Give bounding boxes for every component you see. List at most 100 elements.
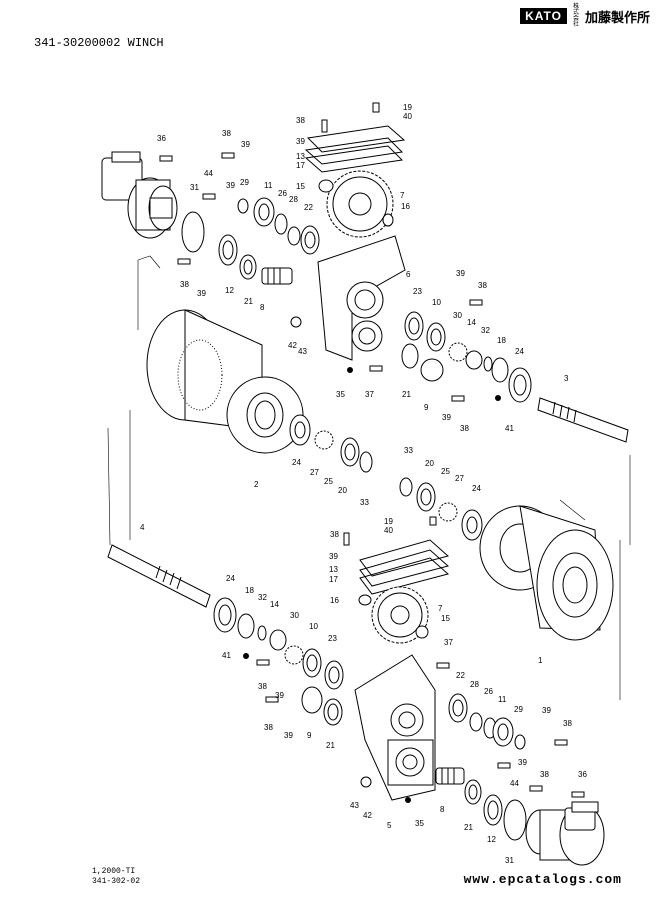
callout-label: 25 bbox=[324, 477, 333, 486]
callout-label: 7 bbox=[438, 604, 443, 613]
callout-label: 32 bbox=[258, 593, 267, 602]
callout-label: 39 bbox=[329, 552, 338, 561]
callout-label: 35 bbox=[415, 819, 424, 828]
callout-label: 21 bbox=[464, 823, 473, 832]
spur-gear-7-lower bbox=[371, 586, 429, 644]
gearbox-housing-5-lower bbox=[354, 654, 436, 801]
callout-label: 30 bbox=[453, 311, 462, 320]
callout-label: 26 bbox=[484, 687, 493, 696]
callout-label: 31 bbox=[505, 856, 514, 865]
callout-label: 38 bbox=[540, 770, 549, 779]
callout-label: 39 bbox=[241, 140, 250, 149]
watermark: www.epcatalogs.com bbox=[463, 872, 622, 887]
footer-code: 1,2000-TI 341-302-02 bbox=[92, 867, 140, 887]
callout-label: 39 bbox=[275, 691, 284, 700]
callout-label: 7 bbox=[400, 191, 405, 200]
callout-label: 16 bbox=[401, 202, 410, 211]
callout-label: 31 bbox=[190, 183, 199, 192]
o-ring-31-upper bbox=[181, 211, 205, 253]
callout-label: 11 bbox=[498, 695, 507, 704]
callout-label: 43 bbox=[350, 801, 359, 810]
callout-label: 19 bbox=[403, 103, 412, 112]
callout-label: 27 bbox=[455, 474, 464, 483]
pinion-shaft-8-lower bbox=[435, 767, 465, 785]
callout-label: 20 bbox=[425, 459, 434, 468]
callout-label: 19 bbox=[384, 517, 393, 526]
callout-label: 42 bbox=[288, 341, 297, 350]
callout-label: 12 bbox=[487, 835, 496, 844]
hydraulic-motor-lower bbox=[525, 801, 605, 866]
callout-label: 36 bbox=[157, 134, 166, 143]
drive-shaft-3-upper bbox=[537, 397, 629, 443]
callout-label: 38 bbox=[330, 530, 339, 539]
callout-label: 11 bbox=[264, 181, 273, 190]
callout-label: 24 bbox=[226, 574, 235, 583]
callout-label: 44 bbox=[510, 779, 519, 788]
callout-label: 18 bbox=[497, 336, 506, 345]
callout-label: 23 bbox=[413, 287, 422, 296]
callout-label: 14 bbox=[270, 600, 279, 609]
callout-label: 6 bbox=[406, 270, 411, 279]
callout-label: 38 bbox=[296, 116, 305, 125]
callout-label: 35 bbox=[336, 390, 345, 399]
callout-label: 39 bbox=[542, 706, 551, 715]
callout-label: 20 bbox=[338, 486, 347, 495]
kato-logo: KATO 株式会社 加藤製作所 bbox=[520, 4, 650, 28]
callout-label: 39 bbox=[456, 269, 465, 278]
bearing-stack-lower-right bbox=[448, 693, 526, 826]
callout-label: 39 bbox=[518, 758, 527, 767]
part-callouts: 36 38 39 44 31 39 2 9 11 26 28 22 38 39 1… bbox=[140, 103, 587, 865]
callout-label: 38 bbox=[258, 682, 267, 691]
callout-label: 4 bbox=[140, 523, 145, 532]
callout-label: 24 bbox=[292, 458, 301, 467]
bearing-stack-lower-left bbox=[213, 597, 344, 726]
callout-label: 33 bbox=[360, 498, 369, 507]
callout-label: 13 bbox=[296, 152, 305, 161]
kato-logo-small: 株式会社 bbox=[572, 4, 579, 28]
assembly-guide-lines bbox=[107, 255, 631, 700]
callout-label: 26 bbox=[278, 189, 287, 198]
callout-label: 8 bbox=[440, 805, 445, 814]
callout-label: 22 bbox=[456, 671, 465, 680]
callout-label: 15 bbox=[296, 182, 305, 191]
callout-label: 15 bbox=[441, 614, 450, 623]
callout-label: 28 bbox=[470, 680, 479, 689]
callout-label: 37 bbox=[444, 638, 453, 647]
callout-label: 17 bbox=[329, 575, 338, 584]
callout-label: 9 bbox=[307, 731, 312, 740]
callout-label: 2 bbox=[254, 480, 259, 489]
bearing-stack-drum1 bbox=[399, 477, 483, 541]
hydraulic-motor-upper bbox=[101, 151, 178, 239]
callout-label: 38 bbox=[222, 129, 231, 138]
kato-company-name: 加藤製作所 bbox=[584, 10, 650, 26]
bearing-stack-upper bbox=[218, 197, 320, 280]
kato-logo-box: KATO bbox=[520, 8, 567, 24]
callout-label: 22 bbox=[304, 203, 313, 212]
callout-label: 21 bbox=[326, 741, 335, 750]
bearing-stack-drum2 bbox=[289, 414, 373, 473]
callout-label: 10 bbox=[432, 298, 441, 307]
callout-label: 40 bbox=[384, 526, 393, 535]
callout-label: 30 bbox=[290, 611, 299, 620]
page-title: 341-30200002 WINCH bbox=[34, 36, 164, 50]
callout-label: 41 bbox=[222, 651, 231, 660]
callout-label: 38 bbox=[264, 723, 273, 732]
callout-label: 39 bbox=[197, 289, 206, 298]
drive-shaft-4-lower bbox=[107, 544, 211, 608]
callout-label: 16 bbox=[330, 596, 339, 605]
callout-label: 39 bbox=[284, 731, 293, 740]
ring-16-lower bbox=[358, 594, 372, 606]
winch-drum-1 bbox=[479, 505, 614, 641]
callout-label: 39 bbox=[296, 137, 305, 146]
callout-label: 38 bbox=[180, 280, 189, 289]
callout-label: 41 bbox=[505, 424, 514, 433]
callout-label: 39 bbox=[226, 181, 235, 190]
winch-drum-2 bbox=[146, 309, 304, 454]
callout-label: 17 bbox=[296, 161, 305, 170]
callout-label: 1 bbox=[538, 656, 543, 665]
gearbox-housing-6-upper bbox=[317, 235, 406, 361]
callout-label: 25 bbox=[441, 467, 450, 476]
callout-label: 14 bbox=[467, 318, 476, 327]
callout-label: 18 bbox=[245, 586, 254, 595]
